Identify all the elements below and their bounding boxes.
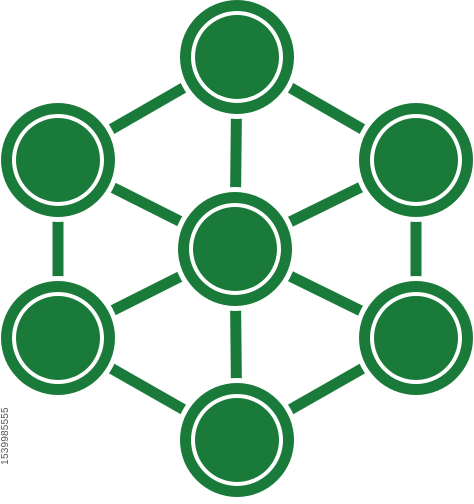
node-center [173, 187, 297, 311]
stock-image-id: 1539985555 [0, 407, 11, 465]
node-upper-left [0, 98, 120, 222]
node-top [175, 0, 299, 119]
node-bottom [175, 378, 299, 502]
node-lower-left [0, 276, 120, 400]
node-upper-right [354, 98, 474, 222]
node-lower-right [354, 276, 474, 400]
